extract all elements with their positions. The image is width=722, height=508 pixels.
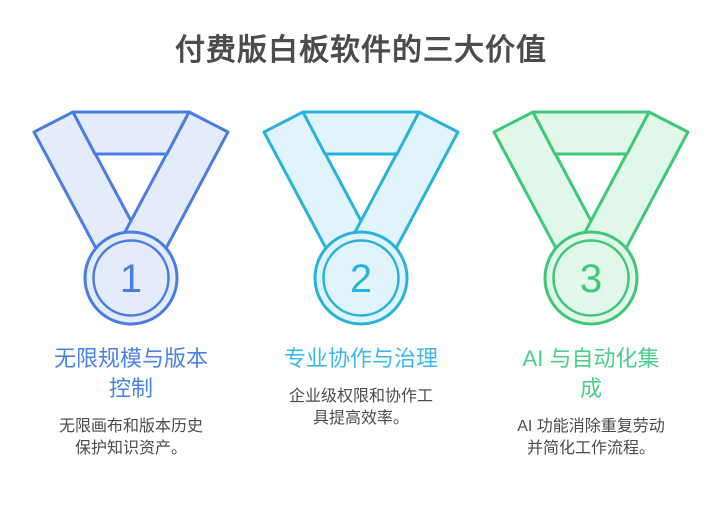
ribbon-top-band [301,110,421,156]
column-heading: 专业协作与治理 [246,344,476,374]
medal-number: 2 [350,257,372,301]
medal-number: 3 [580,257,602,301]
ribbon-top-band [531,110,651,156]
medal-circle-inner [552,239,630,317]
medal-circle-inner [92,239,170,317]
column-description: 企业级权限和协作工 具提高效率。 [246,386,476,430]
medal-circle-inner [322,239,400,317]
value-column-2: 2 专业协作与治理 企业级权限和协作工 具提高效率。 [246,99,476,460]
column-description-line2: 具提高效率。 [312,410,409,427]
medal-ribbon-icon: 1 [32,110,230,326]
medal-number: 1 [120,257,142,301]
column-description: AI 功能消除重复劳动 并简化工作流程。 [476,416,706,460]
column-description-line2: 并简化工作流程。 [526,440,655,457]
column-heading: 无限规模与版本 控制 [16,344,246,404]
column-heading-line2: 控制 [108,376,153,401]
medal-circle-outer [543,230,639,326]
ribbon-top-band [71,110,191,156]
medal-circle-outer [313,230,409,326]
medal-ribbon-icon: 2 [262,110,460,326]
value-columns: 1 无限规模与版本 控制 无限画布和版本历史 保护知识资产。 2 专业协作与治理… [0,99,722,460]
column-heading-line2: 成 [579,376,602,401]
value-column-1: 1 无限规模与版本 控制 无限画布和版本历史 保护知识资产。 [16,99,246,460]
medal-ribbon-icon: 3 [492,110,690,326]
column-description-line1: 企业级权限和协作工 [288,388,433,405]
value-column-3: 3 AI 与自动化集 成 AI 功能消除重复劳动 并简化工作流程。 [476,99,706,460]
column-heading: AI 与自动化集 成 [476,344,706,404]
column-heading-line1: AI 与自动化集 [522,346,660,371]
page-title: 付费版白板软件的三大价值 [175,34,547,67]
column-description-line1: 无限画布和版本历史 [58,418,203,435]
column-heading-line1: 无限规模与版本 [53,346,208,371]
column-description: 无限画布和版本历史 保护知识资产。 [16,416,246,460]
medal-circle-outer [83,230,179,326]
column-description-line2: 保护知识资产。 [74,440,187,457]
column-description-line1: AI 功能消除重复劳动 [517,418,665,435]
column-heading-line1: 专业协作与治理 [283,346,438,371]
